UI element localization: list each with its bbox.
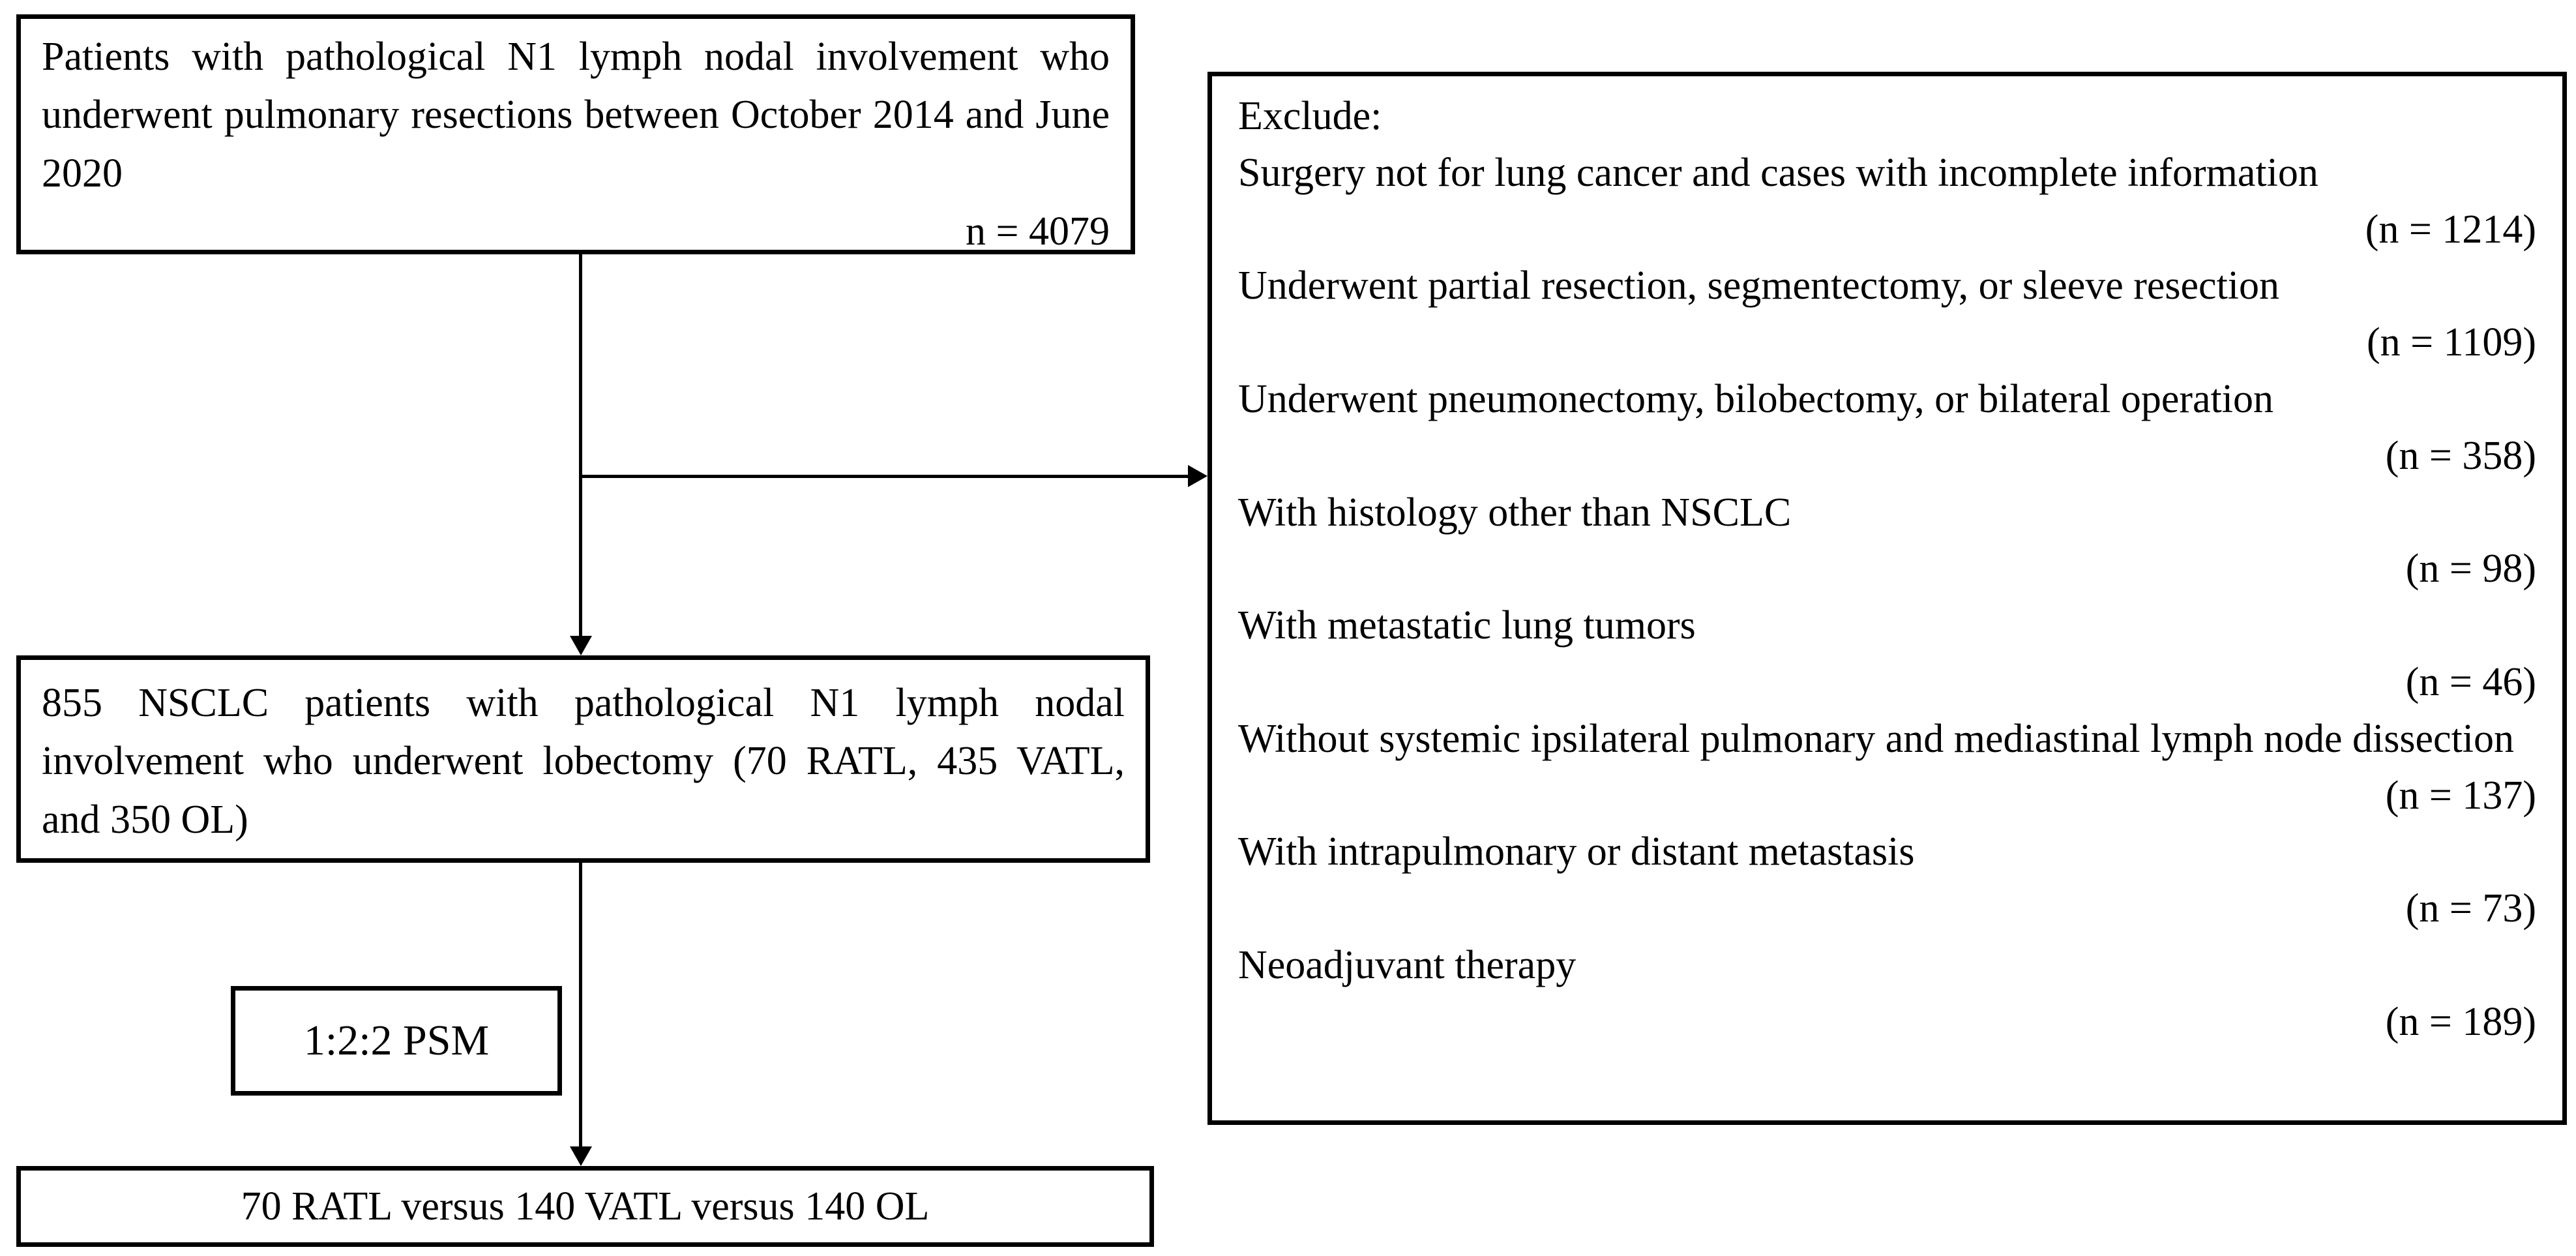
eligible-cohort-text: 855 NSCLC patients with pathological N1 … (42, 681, 1125, 842)
exclusion-item-count: (n = 98) (2405, 546, 2536, 591)
exclusion-item-label: Neoadjuvant therapy (1238, 942, 1577, 987)
initial-cohort-box: Patients with pathological N1 lymph noda… (16, 14, 1135, 254)
exclusion-item-label: With intrapulmonary or distant metastasi… (1238, 830, 1915, 875)
arrow-down-icon (570, 636, 592, 655)
psm-label: 1:2:2 PSM (303, 1017, 490, 1064)
exclusion-item-label: With metastatic lung tumors (1238, 603, 1696, 648)
arrow-right-icon (1188, 465, 1207, 487)
exclusion-item-label: Underwent partial resection, segmentecto… (1238, 263, 2280, 308)
exclusion-item: With metastatic lung tumors (n = 46) (1238, 597, 2536, 711)
initial-cohort-text: Patients with pathological N1 lymph noda… (42, 35, 1110, 196)
exclusion-item-count: (n = 46) (2405, 659, 2536, 704)
exclusion-item-count: (n = 1109) (2367, 320, 2536, 365)
exclusion-item: Without systemic ipsilateral pulmonary a… (1238, 711, 2536, 824)
final-comparison-text: 70 RATL versus 140 VATL versus 140 OL (241, 1184, 930, 1229)
exclusion-item: Neoadjuvant therapy (n = 189) (1238, 937, 2536, 1051)
exclusion-item-label: With histology other than NSCLC (1238, 490, 1792, 535)
connector-eligible-to-final-line (579, 863, 582, 1148)
exclusion-item-count: (n = 137) (2385, 773, 2536, 818)
exclusion-item: Underwent pneumonectomy, bilobectomy, or… (1238, 371, 2536, 485)
arrow-down-icon (570, 1146, 592, 1166)
exclusion-item: Surgery not for lung cancer and cases wi… (1238, 145, 2536, 258)
exclusion-item-count: (n = 1214) (2365, 207, 2536, 252)
final-comparison-box: 70 RATL versus 140 VATL versus 140 OL (16, 1166, 1154, 1247)
initial-cohort-count: n = 4079 (966, 209, 1110, 254)
exclusion-title: Exclude: (1238, 94, 1382, 138)
exclusion-item-label: Without systemic ipsilateral pulmonary a… (1238, 716, 2515, 761)
exclusion-item-count: (n = 189) (2385, 999, 2536, 1044)
exclusion-item: Underwent partial resection, segmentecto… (1238, 258, 2536, 371)
connector-to-exclusion-line (580, 475, 1189, 478)
exclusion-item-label: Surgery not for lung cancer and cases wi… (1238, 150, 2318, 195)
exclusion-item: With intrapulmonary or distant metastasi… (1238, 824, 2536, 937)
eligible-cohort-box: 855 NSCLC patients with pathological N1 … (16, 655, 1150, 863)
exclusion-item: With histology other than NSCLC (n = 98) (1238, 485, 2536, 598)
psm-box: 1:2:2 PSM (231, 986, 562, 1096)
exclusion-item-label: Underwent pneumonectomy, bilobectomy, or… (1238, 376, 2273, 421)
connector-initial-to-eligible-line (579, 254, 582, 637)
exclusion-box: Exclude: Surgery not for lung cancer and… (1207, 72, 2567, 1125)
exclusion-item-count: (n = 73) (2405, 886, 2536, 931)
exclusion-item-count: (n = 358) (2385, 433, 2536, 478)
